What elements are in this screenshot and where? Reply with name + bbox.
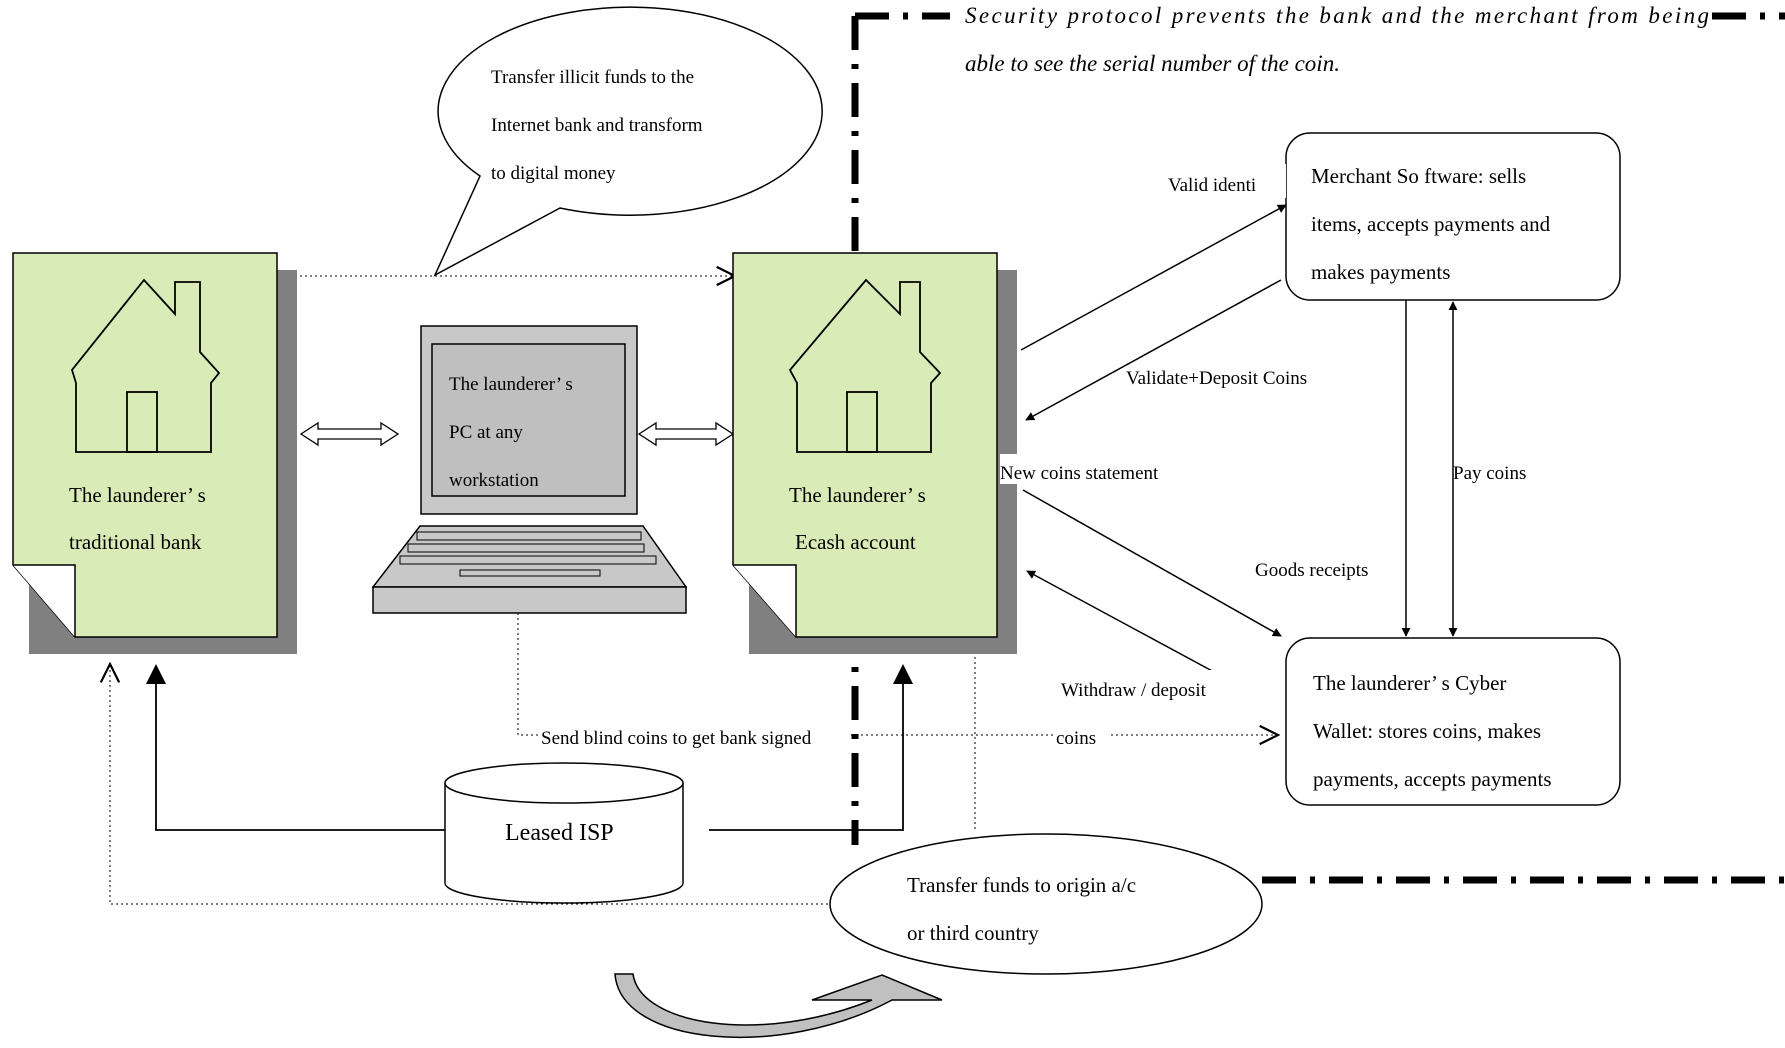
wallet-line1: The launderer’ s Cyber <box>1313 671 1506 695</box>
transfer-origin-line1: Transfer funds to origin a/c <box>907 873 1136 897</box>
label-validate-deposit: Validate+Deposit Coins <box>1126 368 1307 389</box>
pc-line3: workstation <box>449 470 539 491</box>
merchant-software-node: Merchant So ftware: sells items, accepts… <box>1285 132 1621 301</box>
leased-isp-label: Leased ISP <box>505 820 614 846</box>
leased-isp-node: Leased ISP <box>444 762 684 904</box>
security-note-line1: Security protocol prevents the bank and … <box>965 3 1709 28</box>
label-pay-coins: Pay coins <box>1453 463 1526 484</box>
pc-ecash-double-arrow <box>637 421 735 447</box>
wallet-line3: payments, accepts payments <box>1313 767 1552 791</box>
isp-to-bank-arrow <box>146 664 445 831</box>
ecash-account-node: The launderer’ s Ecash account <box>732 252 1017 654</box>
transfer-origin-line2: or third country <box>907 921 1039 945</box>
bank-pc-double-arrow <box>299 421 400 447</box>
traditional-bank-node: The launderer’ s traditional bank <box>12 252 297 654</box>
return-funds-dotted-arrow <box>110 664 833 905</box>
callout-line2: Internet bank and transform <box>491 115 703 136</box>
merchant-line2: items, accepts payments and <box>1311 212 1551 236</box>
merchant-line1: Merchant So ftware: sells <box>1311 164 1526 188</box>
isp-to-ecash-arrow <box>709 664 913 831</box>
label-valid-identity: Valid identi <box>1168 175 1256 196</box>
valid-identity-arrow <box>1020 204 1287 351</box>
curved-flow-arrow <box>614 973 943 1039</box>
ecash-account-line1: The launderer’ s <box>789 483 926 507</box>
label-send-blind-coins: Send blind coins to get bank signed <box>541 728 812 749</box>
security-note-line2: able to see the serial number of the coi… <box>965 51 1340 76</box>
label-goods-receipts: Goods receipts <box>1255 560 1368 581</box>
illicit-funds-callout: Transfer illicit funds to the Internet b… <box>433 6 823 277</box>
new-coins-statement-arrow <box>1022 489 1282 637</box>
house-icon <box>788 278 942 453</box>
send-blind-coins-dotted-arrow <box>517 613 1278 735</box>
house-icon <box>70 278 221 453</box>
traditional-bank-line1: The launderer’ s <box>69 483 206 507</box>
wallet-line2: Wallet: stores coins, makes <box>1313 719 1541 743</box>
callout-line1: Transfer illicit funds to the <box>491 67 694 88</box>
cyber-wallet-node: The launderer’ s Cyber Wallet: stores co… <box>1285 637 1621 806</box>
label-withdraw-deposit: Withdraw / deposit <box>1061 680 1207 701</box>
ecash-account-line2: Ecash account <box>795 530 916 554</box>
pc-line1: The launderer’ s <box>449 374 573 395</box>
laptop-pc-node: The launderer’ s PC at any workstation <box>371 325 688 614</box>
label-coins: coins <box>1056 728 1096 749</box>
callout-line3: to digital money <box>491 163 616 184</box>
withdraw-deposit-arrow <box>1026 570 1241 687</box>
validate-deposit-arrow <box>1025 279 1282 421</box>
pc-line2: PC at any <box>449 422 523 443</box>
label-new-coins-statement: New coins statement <box>1000 463 1159 484</box>
transfer-origin-node: Transfer funds to origin a/c or third co… <box>829 833 1263 975</box>
traditional-bank-line2: traditional bank <box>69 530 202 554</box>
merchant-line3: makes payments <box>1311 260 1450 284</box>
